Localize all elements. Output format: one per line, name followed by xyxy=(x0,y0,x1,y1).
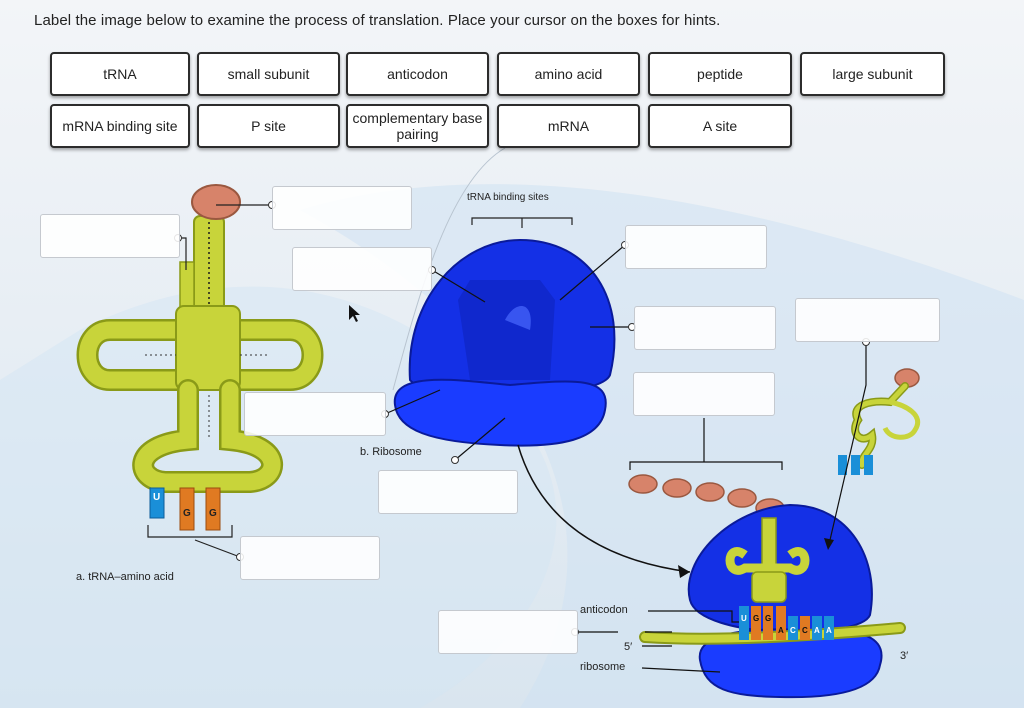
instruction-text: Label the image below to examine the pro… xyxy=(34,12,721,29)
caption-trna-amino-acid: a. tRNA–amino acid xyxy=(76,571,174,583)
codon-letter: C xyxy=(802,626,808,635)
label-mrna[interactable]: mRNA xyxy=(497,104,640,148)
ribosome-b xyxy=(393,238,616,447)
label-amino-acid[interactable]: amino acid xyxy=(497,52,640,96)
peptide-chain xyxy=(628,474,785,518)
three-prime-label: 3′ xyxy=(900,650,909,662)
ribosome-c xyxy=(687,503,883,699)
drop-target-small-subunit-b[interactable] xyxy=(244,392,386,436)
label-p-site[interactable]: P site xyxy=(197,104,340,148)
codon-letter: G xyxy=(765,614,772,623)
label-small-subunit[interactable]: small subunit xyxy=(197,52,340,96)
anticodon-figure-label: anticodon xyxy=(580,604,628,616)
codon-letter: C xyxy=(790,626,796,635)
drop-target-ribosome-right[interactable] xyxy=(625,225,767,269)
drop-target-peptide[interactable] xyxy=(633,372,775,416)
drop-target-amino-acid-a[interactable] xyxy=(272,186,412,230)
free-trna xyxy=(838,368,920,475)
base-letter: G xyxy=(209,508,217,519)
codon-letter: G xyxy=(753,614,760,623)
ribosome-figure-label: ribosome xyxy=(580,661,626,673)
label-large-subunit[interactable]: large subunit xyxy=(800,52,945,96)
drop-target-free-trna[interactable] xyxy=(795,298,940,342)
label-peptide[interactable]: peptide xyxy=(648,52,792,96)
drop-target-base-pairing[interactable] xyxy=(438,610,578,654)
label-anticodon[interactable]: anticodon xyxy=(346,52,489,96)
label-mrna-binding-site[interactable]: mRNA binding site xyxy=(50,104,190,148)
label-a-site[interactable]: A site xyxy=(648,104,792,148)
label-complementary-base-pairing[interactable]: complementary base pairing xyxy=(346,104,489,148)
drop-target-ribosome-site[interactable] xyxy=(634,306,776,350)
drop-target-ribosome-top[interactable] xyxy=(292,247,432,291)
drop-target-ribosome-bottom[interactable] xyxy=(378,470,518,514)
five-prime-label: 5′ xyxy=(624,641,633,653)
trna-binding-sites-label: tRNA binding sites xyxy=(467,192,549,203)
codon-letter: A xyxy=(814,626,820,635)
label-trna[interactable]: tRNA xyxy=(50,52,190,96)
caption-ribosome: b. Ribosome xyxy=(360,446,422,458)
base-letter: U xyxy=(153,492,161,503)
trna-cloverleaf xyxy=(76,184,324,538)
codon-letter: A xyxy=(778,626,784,635)
trna-in-ribosome xyxy=(725,517,810,603)
codon-letter: A xyxy=(826,626,832,635)
codon-letter: U xyxy=(741,614,747,623)
drop-target-anticodon-a[interactable] xyxy=(240,536,380,580)
drop-target-acceptor-a[interactable] xyxy=(40,214,180,258)
base-letter: G xyxy=(183,508,191,519)
